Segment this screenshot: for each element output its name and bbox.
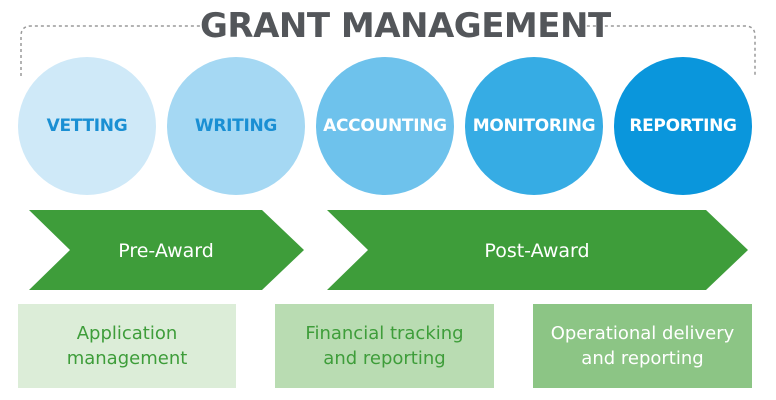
stage-label: VETTING bbox=[46, 116, 128, 136]
activity-operational-delivery: Operational delivery and reporting bbox=[533, 304, 752, 388]
activity-line: and reporting bbox=[581, 348, 704, 369]
activity-line: and reporting bbox=[323, 348, 446, 369]
diagram-title: GRANT MANAGEMENT bbox=[200, 4, 611, 48]
stage-reporting: REPORTING bbox=[614, 57, 752, 195]
phase-label-pre-award: Pre-Award bbox=[118, 240, 214, 262]
activity-application-management: Application management bbox=[18, 304, 236, 388]
stage-label: ACCOUNTING bbox=[323, 116, 447, 136]
stage-label: WRITING bbox=[194, 116, 278, 136]
stage-writing: WRITING bbox=[167, 57, 305, 195]
stage-monitoring: MONITORING bbox=[465, 57, 603, 195]
post-award-arrow bbox=[327, 210, 748, 290]
stage-vetting: VETTING bbox=[18, 57, 156, 195]
activity-line: Application bbox=[76, 323, 178, 344]
activity-line: Financial tracking bbox=[305, 323, 464, 344]
activity-line: Operational delivery bbox=[550, 323, 735, 344]
pre-award-arrow bbox=[29, 210, 304, 290]
activity-financial-tracking: Financial tracking and reporting bbox=[275, 304, 494, 388]
stage-label: MONITORING bbox=[472, 116, 596, 136]
phase-label-post-award: Post-Award bbox=[484, 240, 590, 262]
activity-line: management bbox=[66, 348, 188, 369]
stage-accounting: ACCOUNTING bbox=[316, 57, 454, 195]
stage-label: REPORTING bbox=[629, 116, 737, 136]
